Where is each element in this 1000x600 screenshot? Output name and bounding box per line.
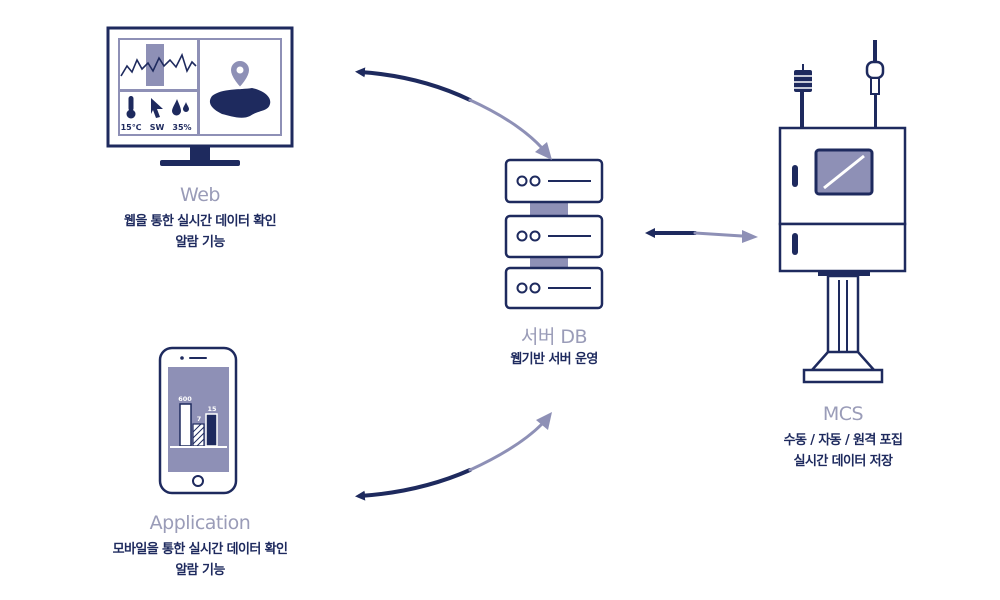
web-description-line-2: 알람 기능 — [175, 235, 225, 250]
web-description: 웹을 통한 실시간 데이터 확인 알람 기능 — [40, 211, 360, 253]
line-chart-icon — [120, 44, 197, 86]
arrow-server-to-mcs-head — [742, 230, 758, 243]
thermometer-icon — [126, 96, 136, 119]
web-description-line-1: 웹을 통한 실시간 데이터 확인 — [123, 214, 277, 229]
app-description: 모바일을 통한 실시간 데이터 확인 알람 기능 — [40, 539, 360, 581]
app-chart-value-1: 600 — [178, 395, 192, 403]
wind-label: SW — [150, 123, 165, 132]
temperature-label: 15℃ — [121, 123, 142, 132]
arrow-web-to-server-head — [535, 142, 552, 160]
server-description-line-1: 웹기반 서버 운영 — [510, 352, 598, 367]
arrow-server-to-web — [355, 67, 472, 102]
web-title: Web — [180, 184, 220, 206]
app-title: Application — [149, 512, 251, 534]
humidity-drop-icon — [172, 99, 189, 116]
mcs-description-line-2: 실시간 데이터 저장 — [793, 454, 893, 469]
bar-chart-icon: 600 7 15 — [170, 395, 227, 448]
mcs-description-line-1: 수동 / 자동 / 원격 포집 — [783, 433, 903, 448]
smartphone-icon: 600 7 15 — [158, 346, 238, 495]
mcs-description: 수동 / 자동 / 원격 포집 실시간 데이터 저장 — [693, 430, 993, 472]
app-chart-value-2: 7 — [197, 415, 202, 423]
arrow-server-to-mcs-line — [693, 231, 744, 238]
map-pin-icon — [209, 58, 271, 118]
monitor-icon: 15℃ SW 35% — [106, 26, 294, 166]
server-description: 웹기반 서버 운영 — [404, 349, 704, 370]
arrow-app-to-server-line — [468, 422, 544, 472]
monitoring-station-icon — [778, 40, 907, 384]
app-description-line-2: 알람 기능 — [175, 563, 225, 578]
wind-direction-icon — [151, 98, 163, 118]
app-description-line-1: 모바일을 통한 실시간 데이터 확인 — [112, 542, 288, 557]
arrow-server-to-app — [355, 468, 472, 501]
humidity-label: 35% — [172, 123, 191, 132]
arrow-app-to-server-head — [536, 412, 552, 430]
app-chart-value-3: 15 — [207, 405, 217, 413]
server-rack-icon — [504, 158, 604, 310]
arrow-web-to-server-line — [468, 98, 544, 150]
mcs-title: MCS — [822, 403, 864, 425]
server-title: 서버 DB — [520, 326, 588, 348]
